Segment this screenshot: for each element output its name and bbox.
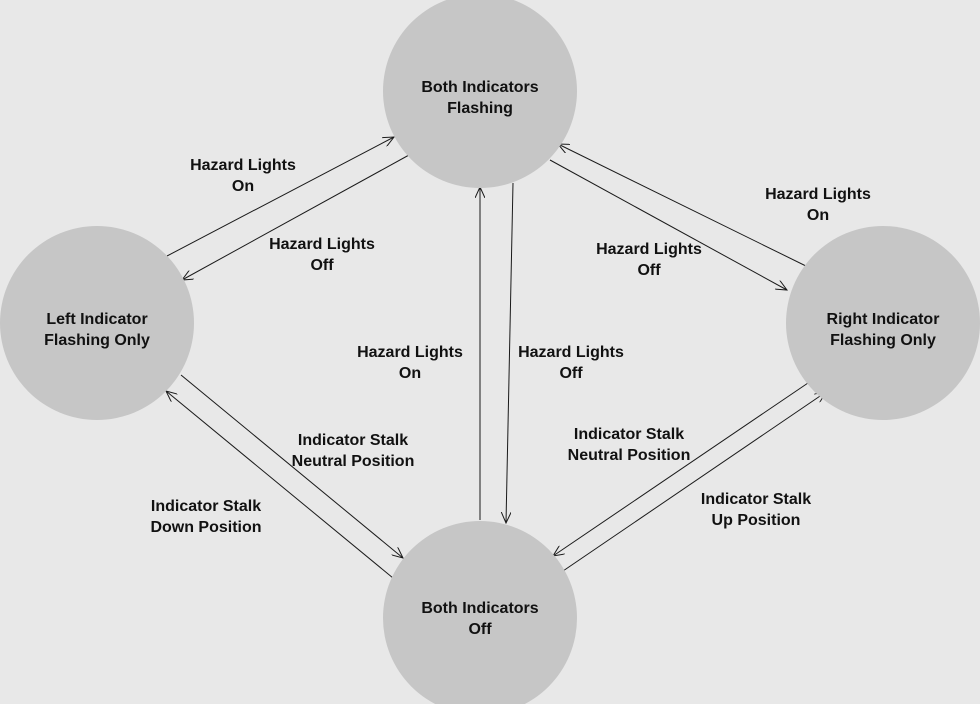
state-left-flashing: Left Indicator Flashing Only bbox=[0, 226, 194, 420]
label-left-to-off-1: Indicator Stalk bbox=[298, 432, 408, 449]
state-right-flashing-label-2: Flashing Only bbox=[830, 332, 936, 349]
edge-both-to-right bbox=[549, 159, 787, 290]
label-off-to-right-1: Indicator Stalk bbox=[701, 491, 811, 508]
state-right-flashing: Right Indicator Flashing Only bbox=[786, 226, 980, 420]
edge-right-to-both bbox=[558, 144, 811, 269]
state-both-off-label-2: Off bbox=[468, 621, 492, 638]
state-both-flashing-label-2: Flashing bbox=[447, 100, 513, 117]
label-both-to-off-2: Off bbox=[559, 365, 583, 382]
label-left-to-off-2: Neutral Position bbox=[292, 453, 415, 470]
label-off-to-left-1: Indicator Stalk bbox=[151, 498, 261, 515]
label-off-to-left-2: Down Position bbox=[150, 519, 261, 536]
label-both-to-left-2: Off bbox=[310, 257, 334, 274]
edge-right-to-off bbox=[553, 382, 809, 556]
edge-off-to-left bbox=[166, 391, 394, 579]
state-left-flashing-label-2: Flashing Only bbox=[44, 332, 150, 349]
transition-edges bbox=[166, 137, 826, 579]
edge-off-to-right bbox=[562, 392, 826, 572]
label-right-to-both-1: Hazard Lights bbox=[765, 186, 871, 203]
label-both-to-off-1: Hazard Lights bbox=[518, 344, 624, 361]
label-off-to-both-1: Hazard Lights bbox=[357, 344, 463, 361]
label-right-to-off-1: Indicator Stalk bbox=[574, 426, 684, 443]
state-both-flashing: Both Indicators Flashing bbox=[383, 0, 577, 188]
label-both-to-left-1: Hazard Lights bbox=[269, 236, 375, 253]
edge-both-to-left bbox=[182, 154, 410, 280]
state-both-flashing-label-1: Both Indicators bbox=[421, 79, 538, 96]
label-right-to-off-2: Neutral Position bbox=[568, 447, 691, 464]
state-right-flashing-label-1: Right Indicator bbox=[827, 311, 940, 328]
edge-both-to-off bbox=[506, 182, 514, 523]
label-both-to-right-1: Hazard Lights bbox=[596, 241, 702, 258]
label-off-to-right-2: Up Position bbox=[712, 512, 801, 529]
state-both-off: Both Indicators Off bbox=[383, 521, 577, 704]
label-both-to-right-2: Off bbox=[637, 262, 661, 279]
state-left-flashing-label-1: Left Indicator bbox=[46, 311, 147, 328]
transition-labels: Hazard Lights On Hazard Lights Off Hazar… bbox=[150, 157, 871, 536]
edge-left-to-both bbox=[166, 137, 394, 257]
label-off-to-both-2: On bbox=[399, 365, 421, 382]
edge-left-to-off bbox=[180, 374, 403, 558]
label-left-to-both-2: On bbox=[232, 178, 254, 195]
label-right-to-both-2: On bbox=[807, 207, 829, 224]
label-left-to-both-1: Hazard Lights bbox=[190, 157, 296, 174]
state-both-off-label-1: Both Indicators bbox=[421, 600, 538, 617]
